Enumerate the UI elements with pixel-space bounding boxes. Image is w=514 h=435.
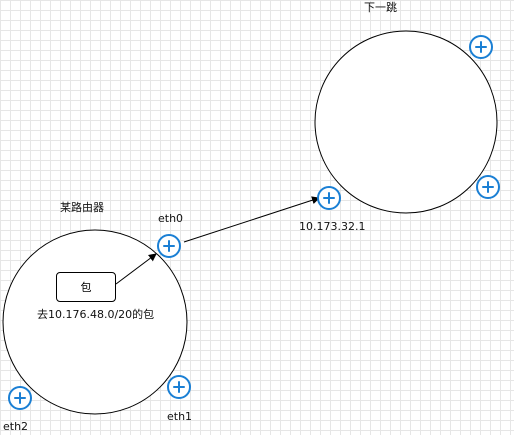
packet-label: 包 bbox=[80, 281, 92, 294]
eth2-label: eth2 bbox=[3, 420, 29, 433]
eth0-label: eth0 bbox=[158, 212, 184, 225]
eth1-port-plus-icon[interactable] bbox=[167, 375, 191, 399]
next-hop-ip-label: 10.173.32.1 bbox=[299, 220, 366, 233]
next-hop-ip-port-plus-icon[interactable] bbox=[317, 186, 341, 210]
eth0-port-plus-icon[interactable] bbox=[157, 234, 181, 258]
next-hop-node[interactable] bbox=[314, 30, 498, 214]
packet-box[interactable]: 包 bbox=[56, 272, 116, 302]
next-hop-port-top-plus-icon[interactable] bbox=[469, 35, 493, 59]
router-title: 某路由器 bbox=[60, 201, 104, 214]
route-arrow bbox=[183, 196, 320, 243]
router-node[interactable] bbox=[2, 229, 188, 415]
eth2-port-plus-icon[interactable] bbox=[8, 386, 32, 410]
eth1-label: eth1 bbox=[167, 410, 193, 423]
next-hop-title: 下一跳 bbox=[364, 1, 397, 14]
packet-arrow bbox=[115, 253, 157, 285]
destination-label: 去10.176.48.0/20的包 bbox=[37, 308, 155, 321]
next-hop-port-right-plus-icon[interactable] bbox=[476, 175, 500, 199]
